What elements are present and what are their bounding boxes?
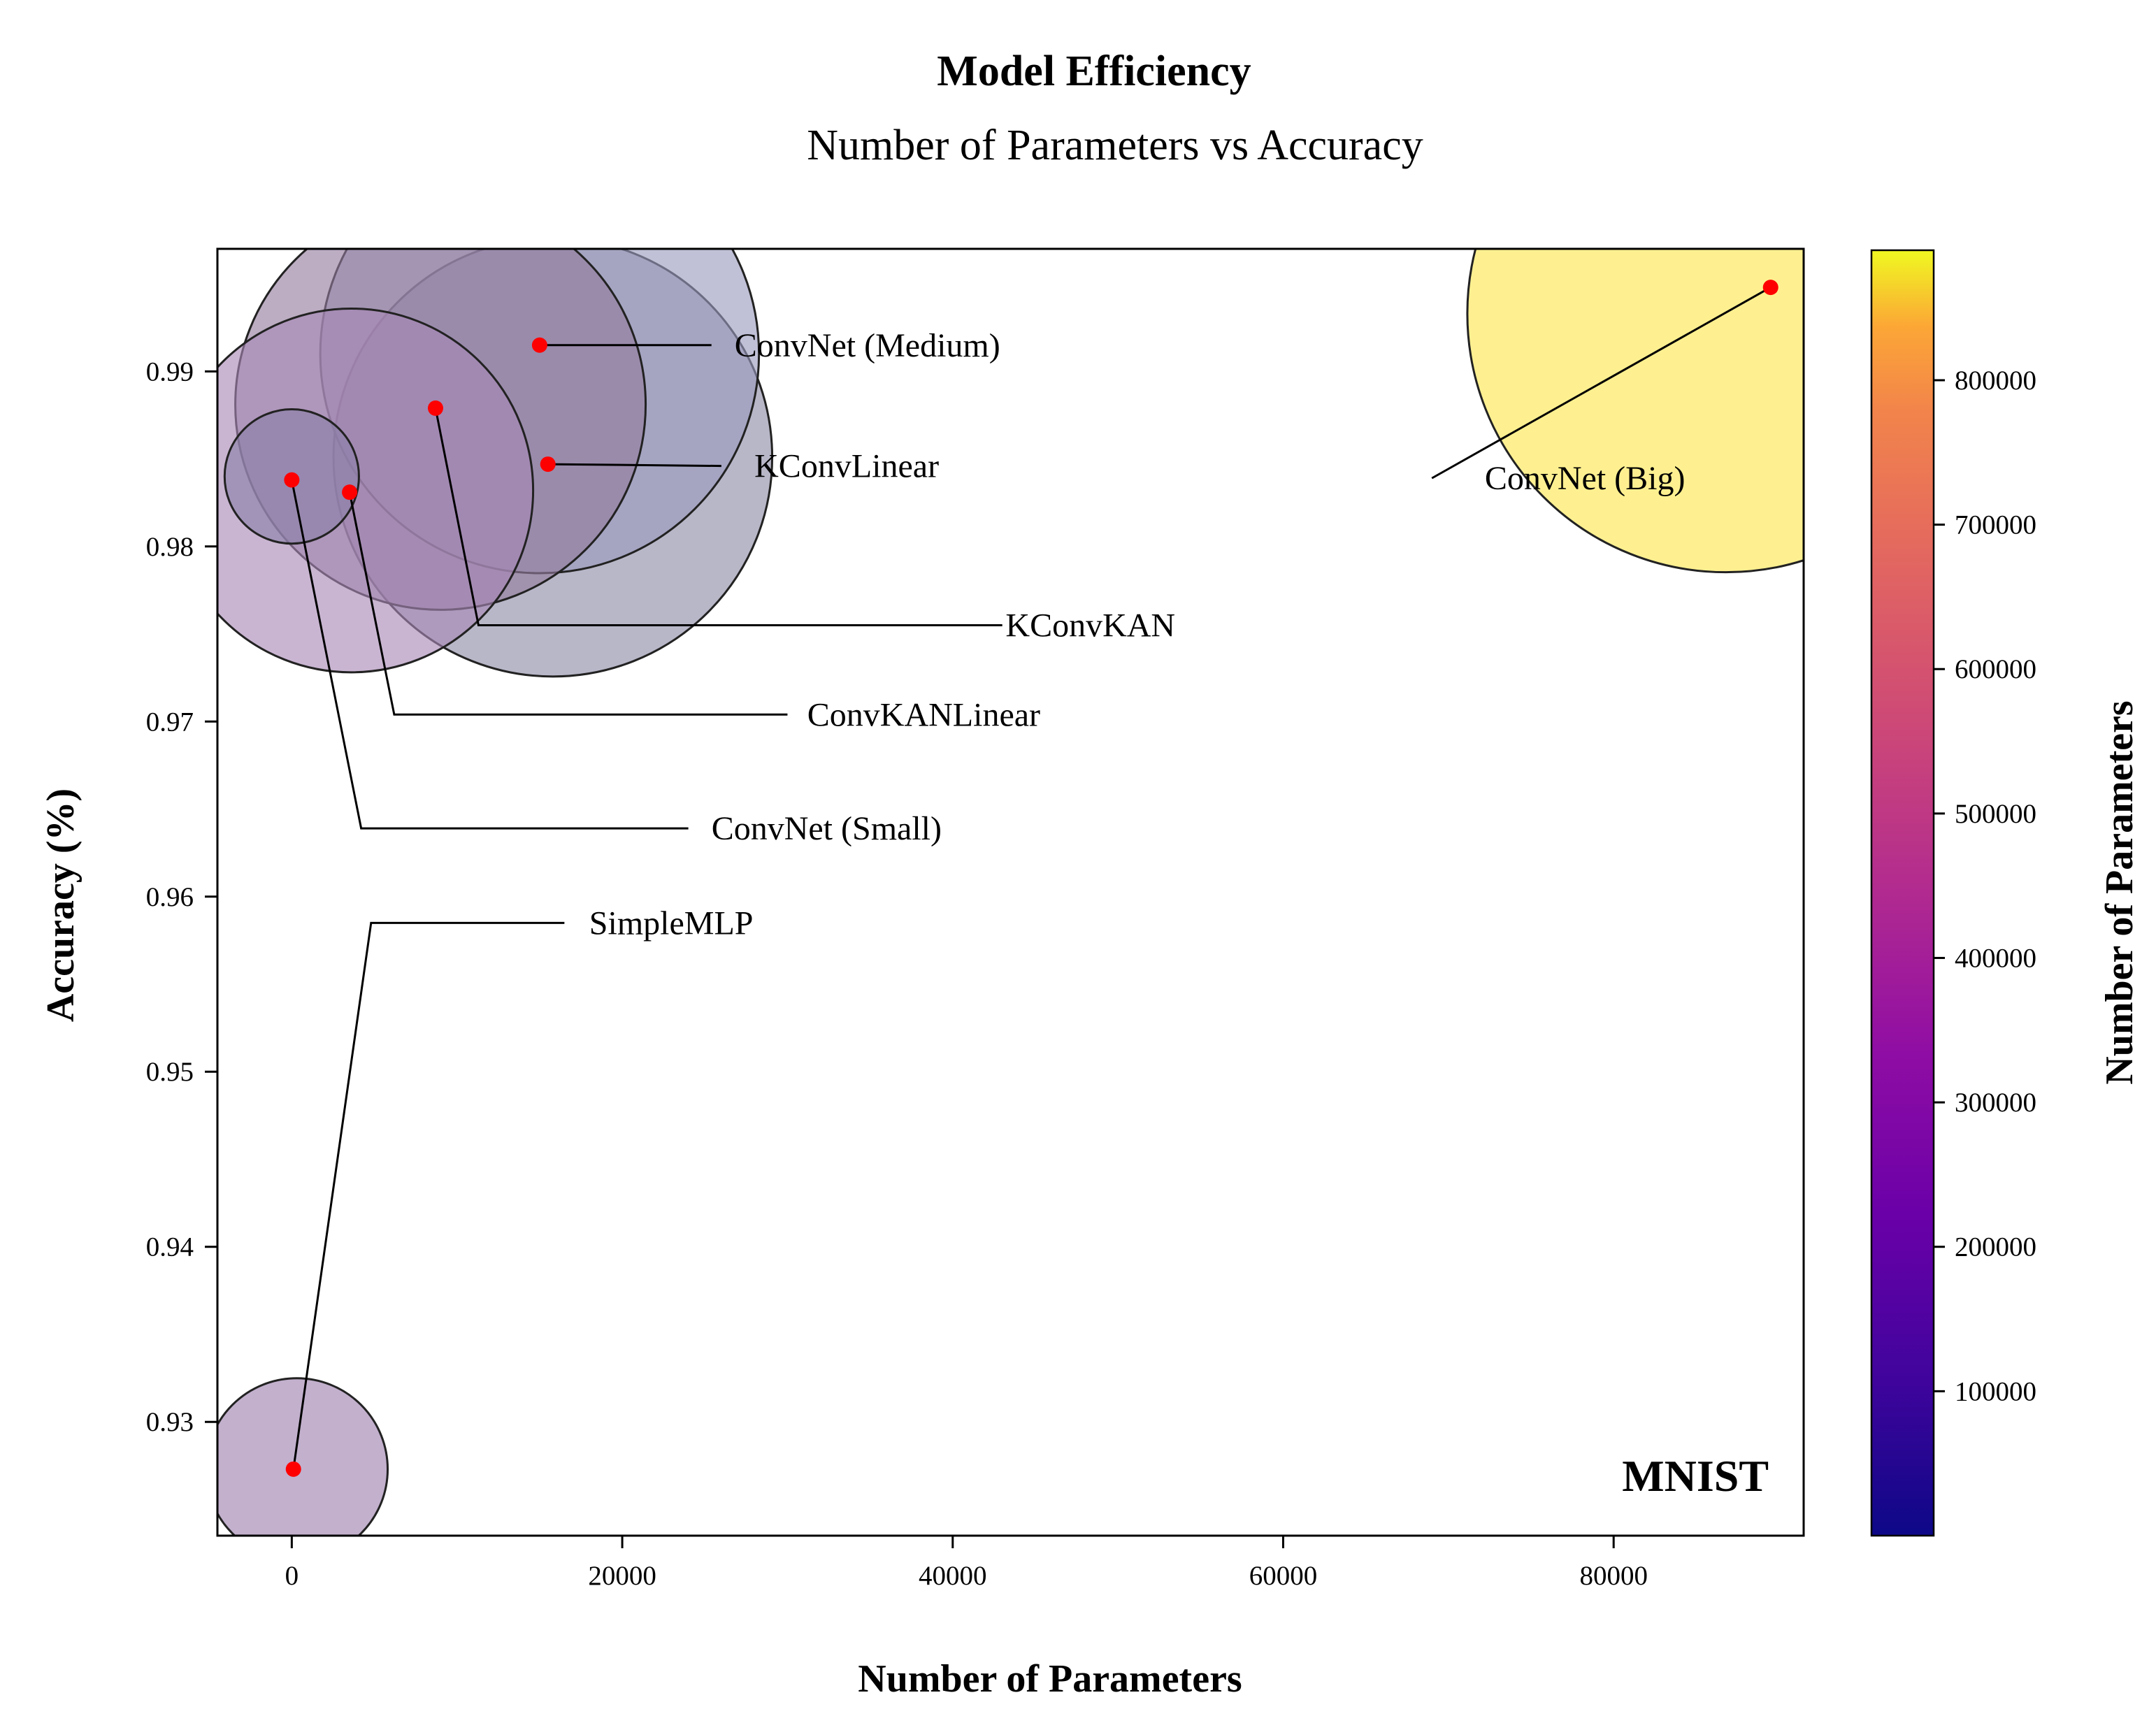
y-axis: 0.93 0.94 0.95 0.96 0.97 0.98 0.99 (146, 356, 217, 1437)
plot-frame (216, 247, 1805, 1537)
y-tick-label: 0.94 (146, 1232, 194, 1262)
point-marker-convnet-medium (531, 337, 547, 353)
leader-line-convkanlinear (348, 491, 788, 716)
point-marker-kconvlinear (540, 456, 556, 473)
colorbar-ticks: 100000 200000 300000 400000 500000 600000 7000… (1934, 366, 2036, 1406)
y-tick-label: 0.93 (146, 1407, 194, 1437)
chart-subtitle: Number of Parameters vs Accuracy (807, 122, 1423, 169)
annotation-kconvlinear: KConvLinear (754, 448, 939, 485)
colorbar-tick-label: 800000 (1955, 366, 2036, 396)
chart-title: Model Efficiency (937, 48, 1251, 95)
y-tick-label: 0.98 (146, 532, 194, 562)
x-axis: 0 20000 40000 60000 80000 (285, 1536, 1648, 1591)
x-tick-label: 0 (285, 1561, 299, 1591)
colorbar-tick-label: 100000 (1955, 1376, 2036, 1406)
colorbar-tick-label: 200000 (1955, 1232, 2036, 1262)
y-tick-label: 0.97 (146, 707, 194, 737)
annotation-simplemlp: SimpleMLP (589, 904, 754, 942)
point-marker-convkanlinear (342, 484, 358, 500)
leader-line-kconvlinear (547, 463, 721, 468)
colorbar-tick-label: 300000 (1955, 1088, 2036, 1118)
annotation-convnet-small: ConvNet (Small) (712, 810, 942, 847)
leader-lines (290, 286, 1771, 1470)
y-tick-label: 0.95 (146, 1057, 194, 1087)
annotations: SimpleMLP ConvNet (Small) ConvKANLinear KCo… (589, 327, 1686, 942)
colorbar-label: Number of Parameters (2098, 700, 2141, 1084)
leader-line-convnet-small (290, 480, 689, 830)
x-tick-label: 40000 (919, 1561, 987, 1591)
leader-line-convnet-big (1431, 286, 1771, 480)
bubble-convnet-big (1466, 249, 1804, 574)
point-marker-kconvkan (427, 400, 443, 416)
bubble-simplemlp (217, 1377, 389, 1536)
bubble-convkanlinear (217, 308, 535, 674)
y-axis-label: Accuracy (%) (39, 788, 82, 1022)
x-axis-label: Number of Parameters (858, 1657, 1242, 1701)
x-tick-label: 80000 (1579, 1561, 1648, 1591)
leader-line-kconvkan (434, 408, 1002, 627)
y-tick-label: 0.99 (146, 356, 194, 387)
colorbar-tick-label: 600000 (1955, 654, 2036, 684)
leader-line-simplemlp (292, 921, 565, 1470)
annotation-kconvkan: KConvKAN (1005, 607, 1175, 644)
colorbar-tick-label: 400000 (1955, 943, 2036, 973)
y-tick-label: 0.96 (146, 882, 194, 912)
point-marker-convnet-big (1762, 280, 1778, 296)
x-tick-label: 20000 (588, 1561, 656, 1591)
colorbar: 100000 200000 300000 400000 500000 600000 7000… (1870, 249, 2036, 1537)
annotation-convnet-medium: ConvNet (Medium) (735, 327, 1000, 364)
annotation-convkanlinear: ConvKANLinear (807, 696, 1040, 733)
point-marker-simplemlp (285, 1461, 301, 1477)
bubble-layer (217, 249, 1804, 1536)
point-marker-convnet-small (284, 472, 300, 488)
dataset-label: MNIST (1622, 1451, 1769, 1501)
colorbar-gradient (1870, 249, 1935, 1537)
data-point-markers (284, 280, 1778, 1477)
annotation-convnet-big: ConvNet (Big) (1485, 460, 1686, 497)
x-tick-label: 60000 (1249, 1561, 1318, 1591)
colorbar-tick-label: 500000 (1955, 799, 2036, 829)
plot-area: SimpleMLP ConvNet (Small) ConvKANLinear KCo… (216, 247, 1805, 1537)
colorbar-tick-label: 700000 (1955, 510, 2036, 540)
